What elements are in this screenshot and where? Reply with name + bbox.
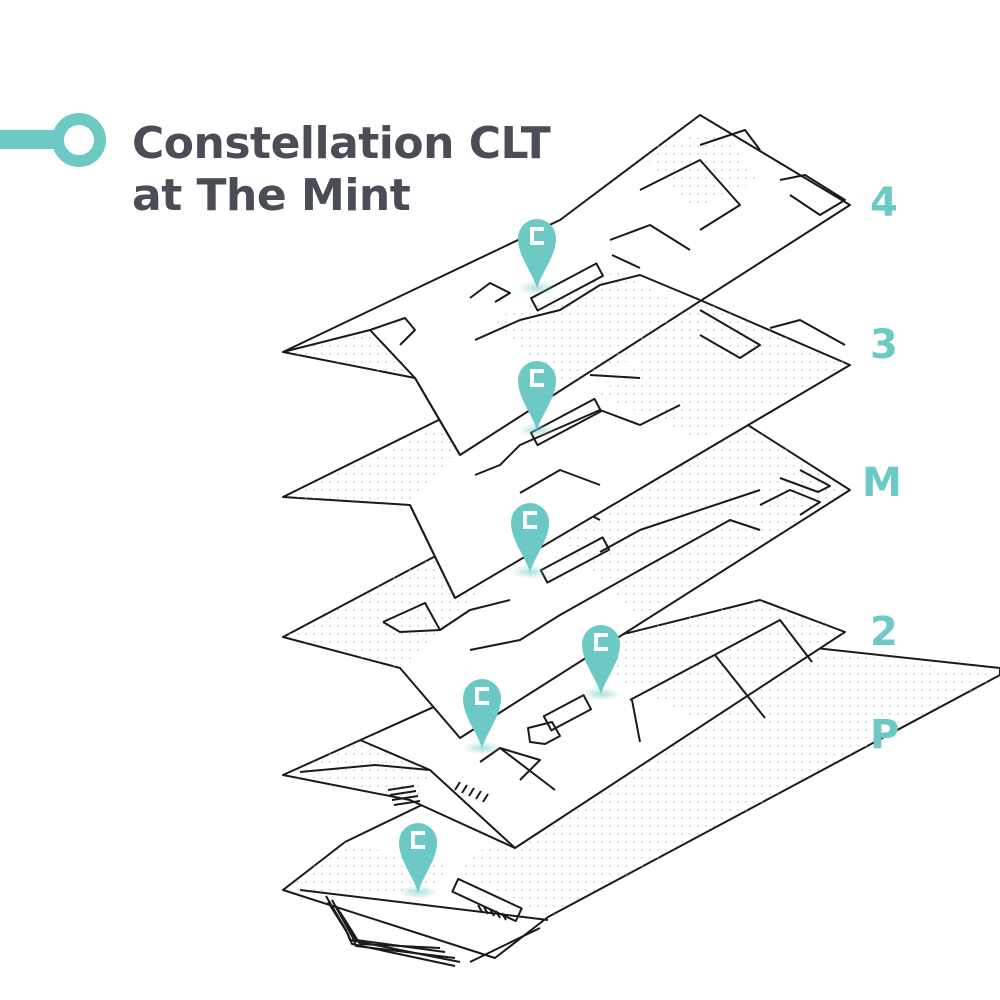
floor-plan-4 xyxy=(282,114,851,456)
p-stairs xyxy=(477,904,507,921)
floor-label-3[interactable]: 3 xyxy=(870,322,898,368)
title-line-2: at The Mint xyxy=(132,170,411,221)
location-pin-levelm[interactable] xyxy=(508,501,552,581)
page-title: Constellation CLT at The Mint xyxy=(132,118,551,222)
header-logo-mark xyxy=(0,113,106,167)
floor-label-p[interactable]: P xyxy=(870,712,900,758)
title-line-1: Constellation CLT xyxy=(132,118,551,169)
location-pin-level2-right[interactable] xyxy=(579,623,623,703)
location-pin-level4[interactable] xyxy=(515,217,559,297)
floor-label-4[interactable]: 4 xyxy=(870,180,898,226)
location-pin-level3[interactable] xyxy=(515,359,559,439)
level2-stairs-left xyxy=(387,785,421,806)
level2-stairs-center xyxy=(454,781,489,803)
location-pin-level2-left[interactable] xyxy=(460,677,504,757)
floor-label-m[interactable]: M xyxy=(862,460,902,506)
location-pin-levelp[interactable] xyxy=(396,821,440,901)
floor-label-2[interactable]: 2 xyxy=(870,609,898,655)
floor-plan-p xyxy=(282,641,1000,967)
